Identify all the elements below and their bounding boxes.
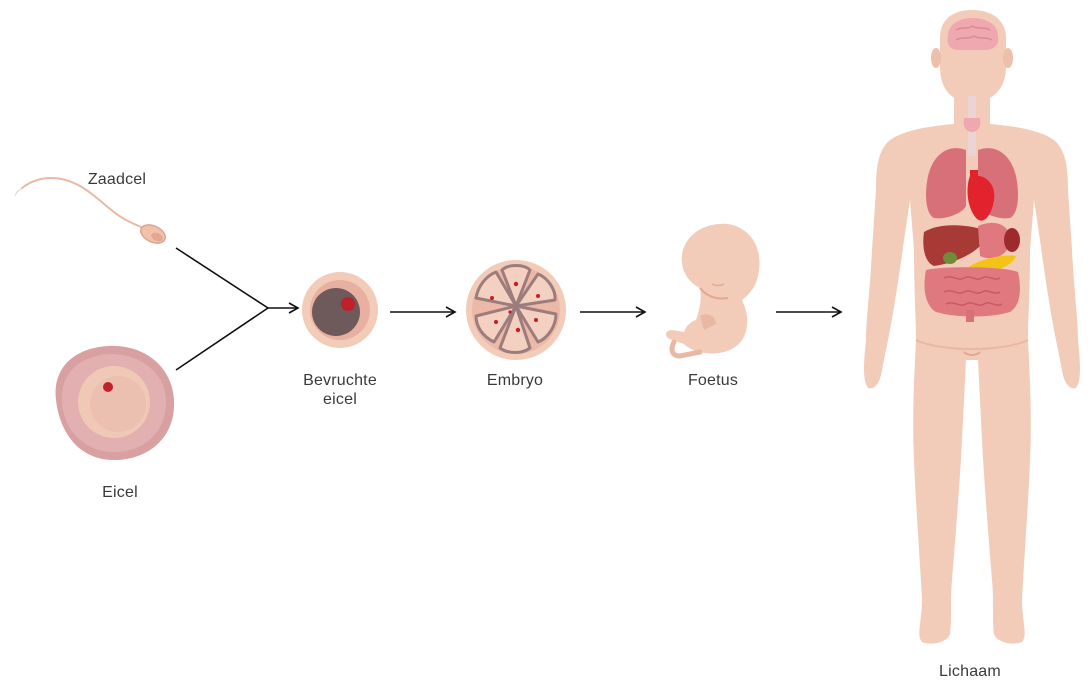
merge-lines [176, 248, 298, 370]
label-egg: Eicel [85, 483, 155, 502]
label-body: Lichaam [920, 662, 1020, 681]
label-fertilized-line1: Bevruchte [285, 371, 395, 390]
fertilized-egg-icon [302, 272, 378, 348]
label-fertilized-line2: eicel [285, 390, 395, 409]
label-embryo: Embryo [465, 371, 565, 390]
human-body-icon [864, 10, 1080, 644]
egg-cell-icon [56, 346, 175, 460]
label-fertilized-egg: Bevruchte eicel [285, 371, 395, 409]
label-fetus: Foetus [663, 371, 763, 390]
embryo-icon [466, 260, 566, 360]
label-sperm: Zaadcel [82, 170, 152, 189]
fetus-icon [666, 224, 760, 356]
